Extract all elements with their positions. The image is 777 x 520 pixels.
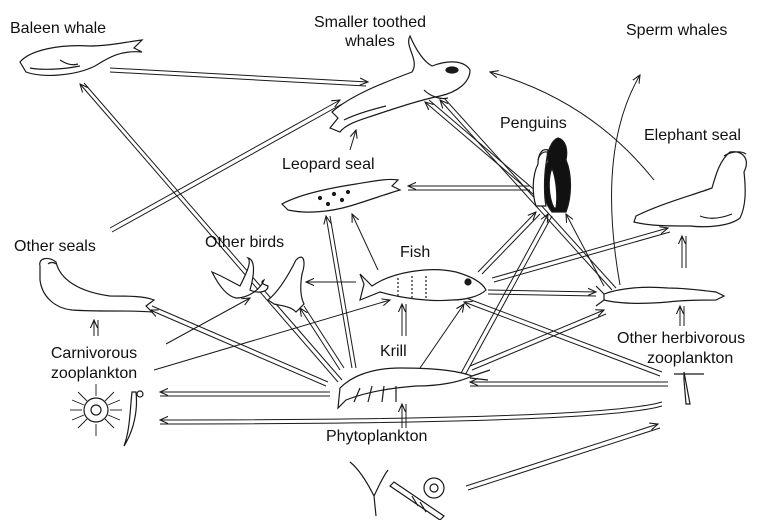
arrow-fish-to-elephant	[491, 228, 668, 279]
arrow-krill-to-squid	[469, 310, 604, 367]
carnivorous-zooplankton-illustration	[70, 384, 144, 447]
label-elephant-seal: Elephant seal	[644, 127, 741, 144]
label-other-seals: Other seals	[14, 238, 96, 255]
elephant-seal-illustration	[633, 151, 747, 228]
label-other-herbivorous-zooplankton-line2: zooplankton	[647, 350, 734, 367]
arrow-elephant-to-toothed	[490, 72, 655, 181]
arrow-carnzoo-to-fish	[153, 300, 390, 371]
krill-illustration	[337, 367, 491, 410]
arrow-krill-to-birds	[300, 308, 341, 371]
arrow-otherseals-to-toothed	[109, 100, 340, 229]
arrow-baleen-to-toothed	[109, 67, 368, 82]
label-smaller-toothed-whales-line2: whales	[345, 33, 395, 50]
arrow-krill-to-leopard	[326, 216, 353, 369]
arrow-krill-to-fish-2	[419, 304, 464, 369]
arrow-penguins-to-toothed	[425, 102, 541, 201]
phytoplankton-illustration	[349, 461, 445, 520]
label-phytoplankton: Phytoplankton	[326, 428, 428, 445]
arrow-herbzoo-to-fish	[464, 302, 661, 377]
penguins-illustration	[532, 137, 572, 213]
herbivorous-zooplankton-illustration	[674, 371, 704, 405]
arrow-krill-to-otherseals	[150, 310, 327, 387]
arrow-fish-to-penguins	[477, 212, 536, 273]
arrow-squid-to-sperm	[611, 75, 640, 286]
arrow-phyto-to-herbzoo	[465, 424, 658, 487]
label-carnivorous-zooplankton-line1: Carnivorous	[50, 345, 138, 362]
leopard-seal-illustration	[281, 178, 402, 213]
label-leopard-seal: Leopard seal	[282, 156, 375, 173]
label-penguins: Penguins	[500, 115, 567, 132]
label-fish: Fish	[400, 244, 431, 261]
label-smaller-toothed-whales-line1: Smaller toothed	[313, 14, 427, 31]
fish-illustration	[359, 269, 487, 302]
baleen-whale-illustration	[19, 39, 144, 76]
other-seal-illustration	[39, 257, 156, 313]
arrow-squid-to-toothed	[440, 100, 613, 291]
arrow-fish-to-squid	[487, 290, 596, 292]
feeding-arrows	[80, 67, 687, 491]
label-other-birds: Other birds	[205, 234, 285, 251]
arrow-fish-to-leopard	[352, 214, 379, 271]
label-other-herbivorous-zooplankton-line1: Other herbivorous	[617, 330, 746, 347]
arrow-krill-to-baleen	[80, 84, 339, 383]
arrow-leopard-to-toothed	[349, 130, 356, 151]
toothed-whale-illustration	[329, 34, 471, 133]
other-birds-illustration	[210, 256, 305, 313]
label-sperm-whales: Sperm whales	[626, 22, 728, 39]
arrow-squid-to-penguins	[566, 214, 605, 287]
label-baleen-whale: Baleen whale	[10, 20, 107, 37]
arrow-herbzoo-to-carnzoo	[160, 401, 663, 420]
squid-illustration	[595, 285, 726, 307]
label-krill: Krill	[380, 343, 407, 360]
arrow-carnzoo-to-birds	[165, 298, 250, 345]
label-carnivorous-zooplankton-line2: zooplankton	[50, 365, 138, 382]
